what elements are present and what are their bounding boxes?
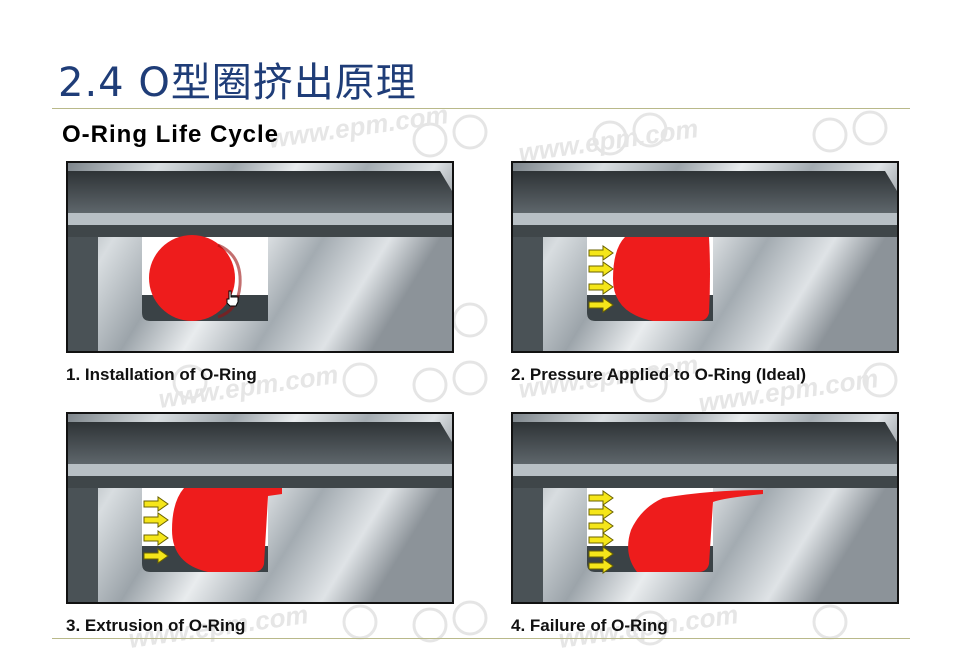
section-subtitle: O-Ring Life Cycle [62, 121, 280, 148]
oring-diagram-pressure-applied [511, 161, 899, 353]
caption-pressure-applied: 2. Pressure Applied to O-Ring (Ideal) [511, 365, 807, 384]
caption-installation: 1. Installation of O-Ring [66, 365, 257, 384]
caption-extrusion: 3. Extrusion of O-Ring [66, 616, 246, 635]
oring-diagram-extrusion [66, 412, 454, 604]
oring-diagram-installation [66, 161, 454, 353]
caption-failure: 4. Failure of O-Ring [511, 616, 668, 635]
slide-title: 2.4 O型圈挤出原理 [58, 60, 417, 106]
oring-diagram-failure [511, 412, 899, 604]
footer-divider [52, 638, 910, 639]
hand-cursor-icon [226, 290, 239, 307]
title-divider [52, 108, 910, 109]
svg-text:www.epm.com: www.epm.com [517, 113, 700, 168]
